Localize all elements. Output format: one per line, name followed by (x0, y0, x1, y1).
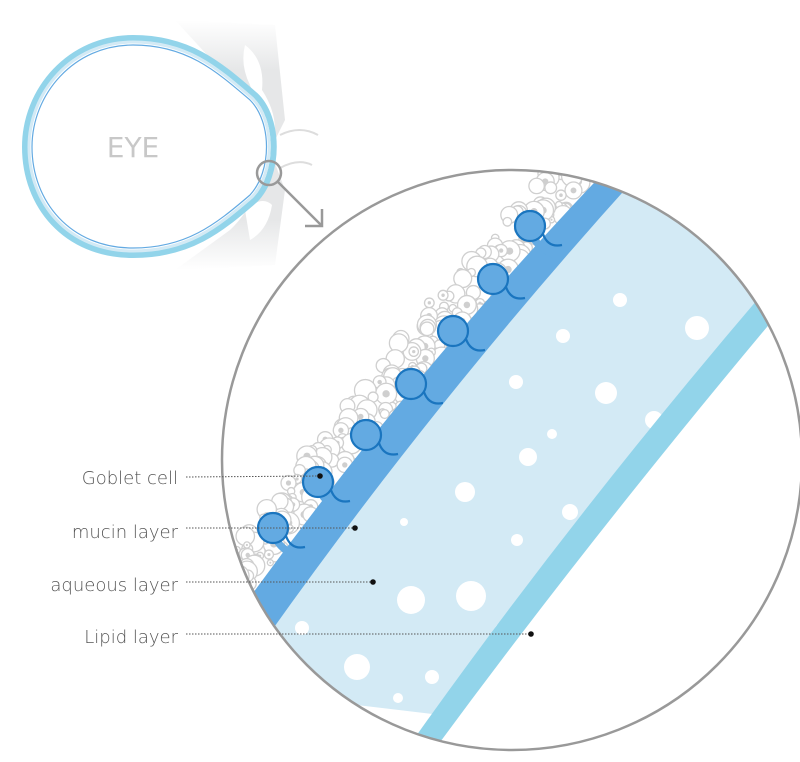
goblet-cell-neck (411, 394, 441, 416)
goblet-cell (349, 418, 383, 452)
goblet-cell-outline (504, 286, 526, 300)
cell (573, 158, 583, 168)
cell-nucleus (550, 218, 553, 221)
label-text: aqueous layer (50, 575, 178, 596)
label-text: mucin layer (72, 522, 179, 543)
bubble (509, 375, 523, 389)
goblet-cell (513, 209, 547, 243)
label-text: Goblet cell (82, 468, 178, 489)
cell-nucleus (427, 301, 432, 305)
cell-nucleus (338, 427, 344, 434)
magnified-view (222, 158, 800, 750)
eye-label: EYE (107, 131, 160, 164)
goblet-cells (256, 209, 563, 560)
cell-nucleus (377, 379, 382, 385)
cell (379, 408, 390, 420)
goblet-cell-neck (493, 289, 523, 311)
cell (571, 170, 586, 177)
magnified-circle-border (220, 168, 800, 752)
cell-nucleus (570, 187, 577, 194)
goblet-cell-neck (318, 492, 348, 514)
goblet-cell-outline (329, 489, 351, 503)
pointer-dot (528, 631, 534, 637)
pointer-dot (317, 473, 323, 479)
bubble (562, 504, 578, 520)
bubble (456, 581, 486, 611)
bubble (397, 586, 425, 614)
cell-nucleus (559, 193, 563, 197)
cell-nucleus (463, 301, 471, 309)
magnifier-pointer (255, 159, 324, 228)
bubble (556, 329, 570, 343)
goblet-cell-neck (453, 341, 483, 363)
bubble (393, 693, 403, 703)
goblet-cell (301, 465, 335, 499)
bubble (685, 316, 709, 340)
cell-nucleus (422, 355, 429, 362)
goblet-cell (436, 314, 470, 348)
label-lipid-layer: Lipid layer (84, 627, 534, 648)
cell (227, 576, 243, 593)
cell-nucleus (234, 572, 242, 580)
bubble (400, 518, 408, 526)
arrow-icon (305, 209, 324, 228)
cell (544, 181, 558, 195)
cell-nucleus (499, 248, 504, 253)
cell-nucleus (575, 170, 581, 172)
cell (502, 216, 513, 227)
cell-nucleus (342, 462, 348, 468)
pointer-dot (370, 579, 376, 585)
goblet-cell-outline (464, 338, 486, 352)
goblet-cell-outline (377, 442, 399, 456)
aqueous-bubbles (295, 293, 709, 703)
cell (564, 170, 582, 178)
cell (528, 177, 545, 195)
bubble (425, 670, 439, 684)
cell-nucleus (441, 293, 445, 297)
goblet-cell-outline (541, 233, 563, 247)
cell-nucleus (285, 480, 292, 486)
goblet-cell-outline (284, 535, 306, 549)
bubble (511, 534, 523, 546)
cell-nucleus (224, 570, 230, 576)
cell (232, 570, 245, 584)
bubble (295, 621, 309, 635)
outside-air (405, 270, 800, 750)
goblet-cell-outline (422, 391, 444, 405)
cell (419, 321, 435, 337)
cell-nucleus (267, 552, 271, 557)
bubble (547, 429, 557, 439)
cell-nucleus (295, 477, 299, 481)
goblet-cell-neck (530, 236, 560, 258)
bubble (595, 382, 617, 404)
goblet-cell (394, 367, 428, 401)
label-aqueous-layer: aqueous layer (50, 575, 376, 596)
bubble (455, 482, 475, 502)
goblet-cell (476, 262, 510, 296)
bubble (344, 654, 370, 680)
cell (581, 170, 591, 177)
goblet-cell-neck (366, 445, 396, 467)
goblet-cell-neck (273, 538, 303, 560)
cell-nucleus (382, 390, 390, 398)
cell (222, 564, 236, 582)
cell-nucleus (269, 561, 272, 564)
label-mucin-layer: mucin layer (72, 522, 358, 543)
label-text: Lipid layer (84, 627, 178, 648)
bubble (519, 448, 537, 466)
label-goblet-cell: Goblet cell (82, 468, 323, 489)
bubble (613, 293, 627, 307)
pointer-dot (352, 525, 358, 531)
eye-illustration: EYE (21, 34, 277, 259)
cell-nucleus (245, 543, 249, 547)
cell-nucleus (412, 350, 416, 354)
magnifier-circle-icon (255, 159, 283, 187)
